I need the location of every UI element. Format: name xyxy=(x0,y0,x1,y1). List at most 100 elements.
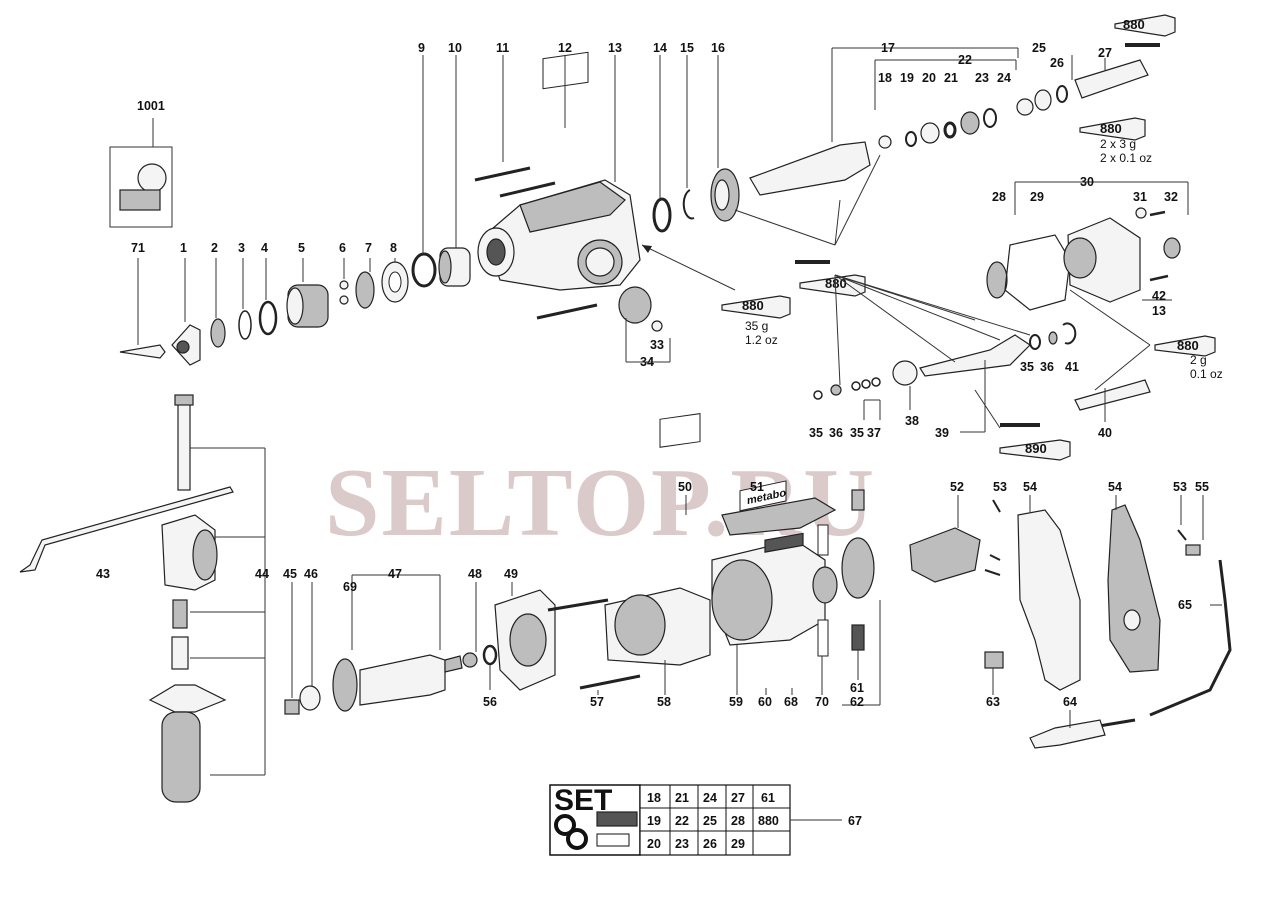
label-33: 33 xyxy=(650,338,664,352)
label-53b: 53 xyxy=(1173,480,1187,494)
set-cell: 25 xyxy=(703,814,717,828)
label-36a: 36 xyxy=(1040,360,1054,374)
label-19: 19 xyxy=(900,71,914,85)
label-32: 32 xyxy=(1164,190,1178,204)
set-cell: 18 xyxy=(647,791,661,805)
part-number-labels: 1001 71 1 2 3 4 5 6 7 8 9 10 11 12 13 14… xyxy=(96,41,1209,828)
set-cell: 22 xyxy=(675,814,689,828)
label-26: 26 xyxy=(1050,56,1064,70)
handle-assembly xyxy=(984,495,1232,749)
label-11: 11 xyxy=(496,41,509,55)
lubricant-tube-4: 880 xyxy=(795,260,866,297)
label-25: 25 xyxy=(1032,41,1046,55)
label-2: 2 xyxy=(211,241,218,255)
label-28: 28 xyxy=(992,190,1006,204)
svg-text:890: 890 xyxy=(1025,441,1047,456)
lubricant-tube-6: 890 xyxy=(999,423,1071,461)
label-7: 7 xyxy=(365,241,372,255)
label-52: 52 xyxy=(950,480,964,494)
label-35b: 35 xyxy=(809,426,823,440)
label-12: 12 xyxy=(558,41,572,55)
label-14: 14 xyxy=(653,41,667,55)
label-1001: 1001 xyxy=(137,99,165,113)
svg-text:2 g: 2 g xyxy=(1190,353,1207,367)
label-56: 56 xyxy=(483,695,497,709)
label-54a: 54 xyxy=(1023,480,1037,494)
label-40: 40 xyxy=(1098,426,1112,440)
label-35c: 35 xyxy=(850,426,864,440)
lubricant-tube-5: 880 2 g 0.1 oz xyxy=(1154,335,1223,381)
label-63: 63 xyxy=(986,695,1000,709)
label-67: 67 xyxy=(848,814,862,828)
set-cell: 27 xyxy=(731,791,745,805)
set-cell: 880 xyxy=(758,814,779,828)
label-43: 43 xyxy=(96,567,110,581)
lubricant-tube-1: 880 xyxy=(1114,14,1176,37)
set-cell: 19 xyxy=(647,814,661,828)
label-15: 15 xyxy=(680,41,694,55)
label-54b: 54 xyxy=(1108,480,1122,494)
label-34: 34 xyxy=(640,355,654,369)
chuck-parts-row xyxy=(119,55,471,366)
label-68: 68 xyxy=(784,695,798,709)
spindle-assembly xyxy=(749,43,1160,196)
label-18: 18 xyxy=(878,71,892,85)
label-41: 41 xyxy=(1065,360,1079,374)
set-cell: 26 xyxy=(703,837,717,851)
label-8: 8 xyxy=(390,241,397,255)
label-36b: 36 xyxy=(829,426,843,440)
gear-parts xyxy=(652,55,740,233)
label-64: 64 xyxy=(1063,695,1077,709)
gear-flange-assembly xyxy=(734,154,1189,433)
label-6: 6 xyxy=(339,241,346,255)
svg-text:880: 880 xyxy=(1123,17,1145,32)
set-cell: 23 xyxy=(675,837,689,851)
label-20: 20 xyxy=(922,71,936,85)
set-table: SET 18 21 24 27 61 19 22 25 28 880 20 23… xyxy=(549,784,842,856)
armature-assembly xyxy=(284,574,556,715)
set-cell: 61 xyxy=(761,791,775,805)
label-70: 70 xyxy=(815,695,829,709)
gear-housing xyxy=(474,51,736,363)
label-4: 4 xyxy=(261,241,268,255)
side-handle-assembly xyxy=(19,394,266,803)
set-cell: 28 xyxy=(731,814,745,828)
label-22: 22 xyxy=(958,53,972,67)
svg-text:2 x 3 g: 2 x 3 g xyxy=(1100,137,1136,151)
label-44: 44 xyxy=(255,567,269,581)
label-29: 29 xyxy=(1030,190,1044,204)
part-1001-inset xyxy=(109,118,173,228)
label-60: 60 xyxy=(758,695,772,709)
svg-text:2 x 0.1 oz: 2 x 0.1 oz xyxy=(1100,151,1152,165)
label-69: 69 xyxy=(343,580,357,594)
svg-text:880: 880 xyxy=(1177,338,1199,353)
label-62: 62 xyxy=(850,695,864,709)
label-48: 48 xyxy=(468,567,482,581)
svg-text:1.2 oz: 1.2 oz xyxy=(745,333,778,347)
label-39: 39 xyxy=(935,426,949,440)
label-24: 24 xyxy=(997,71,1011,85)
label-50: 50 xyxy=(678,480,692,494)
svg-text:35 g: 35 g xyxy=(745,319,768,333)
label-46: 46 xyxy=(304,567,318,581)
label-23: 23 xyxy=(975,71,989,85)
label-55: 55 xyxy=(1195,480,1209,494)
label-38: 38 xyxy=(905,414,919,428)
label-17: 17 xyxy=(881,41,895,55)
label-47: 47 xyxy=(388,567,402,581)
label-57: 57 xyxy=(590,695,604,709)
label-27: 27 xyxy=(1098,46,1112,60)
label-58: 58 xyxy=(657,695,671,709)
label-10: 10 xyxy=(448,41,462,55)
label-42: 42 xyxy=(1152,289,1166,303)
label-45: 45 xyxy=(283,567,297,581)
label-35a: 35 xyxy=(1020,360,1034,374)
label-49: 49 xyxy=(504,567,518,581)
set-cell: 21 xyxy=(675,791,689,805)
label-13: 13 xyxy=(608,41,622,55)
label-30: 30 xyxy=(1080,175,1094,189)
set-cell: 24 xyxy=(703,791,717,805)
svg-text:0.1 oz: 0.1 oz xyxy=(1190,367,1223,381)
lubricant-tube-3: 880 35 g 1.2 oz xyxy=(721,295,791,347)
